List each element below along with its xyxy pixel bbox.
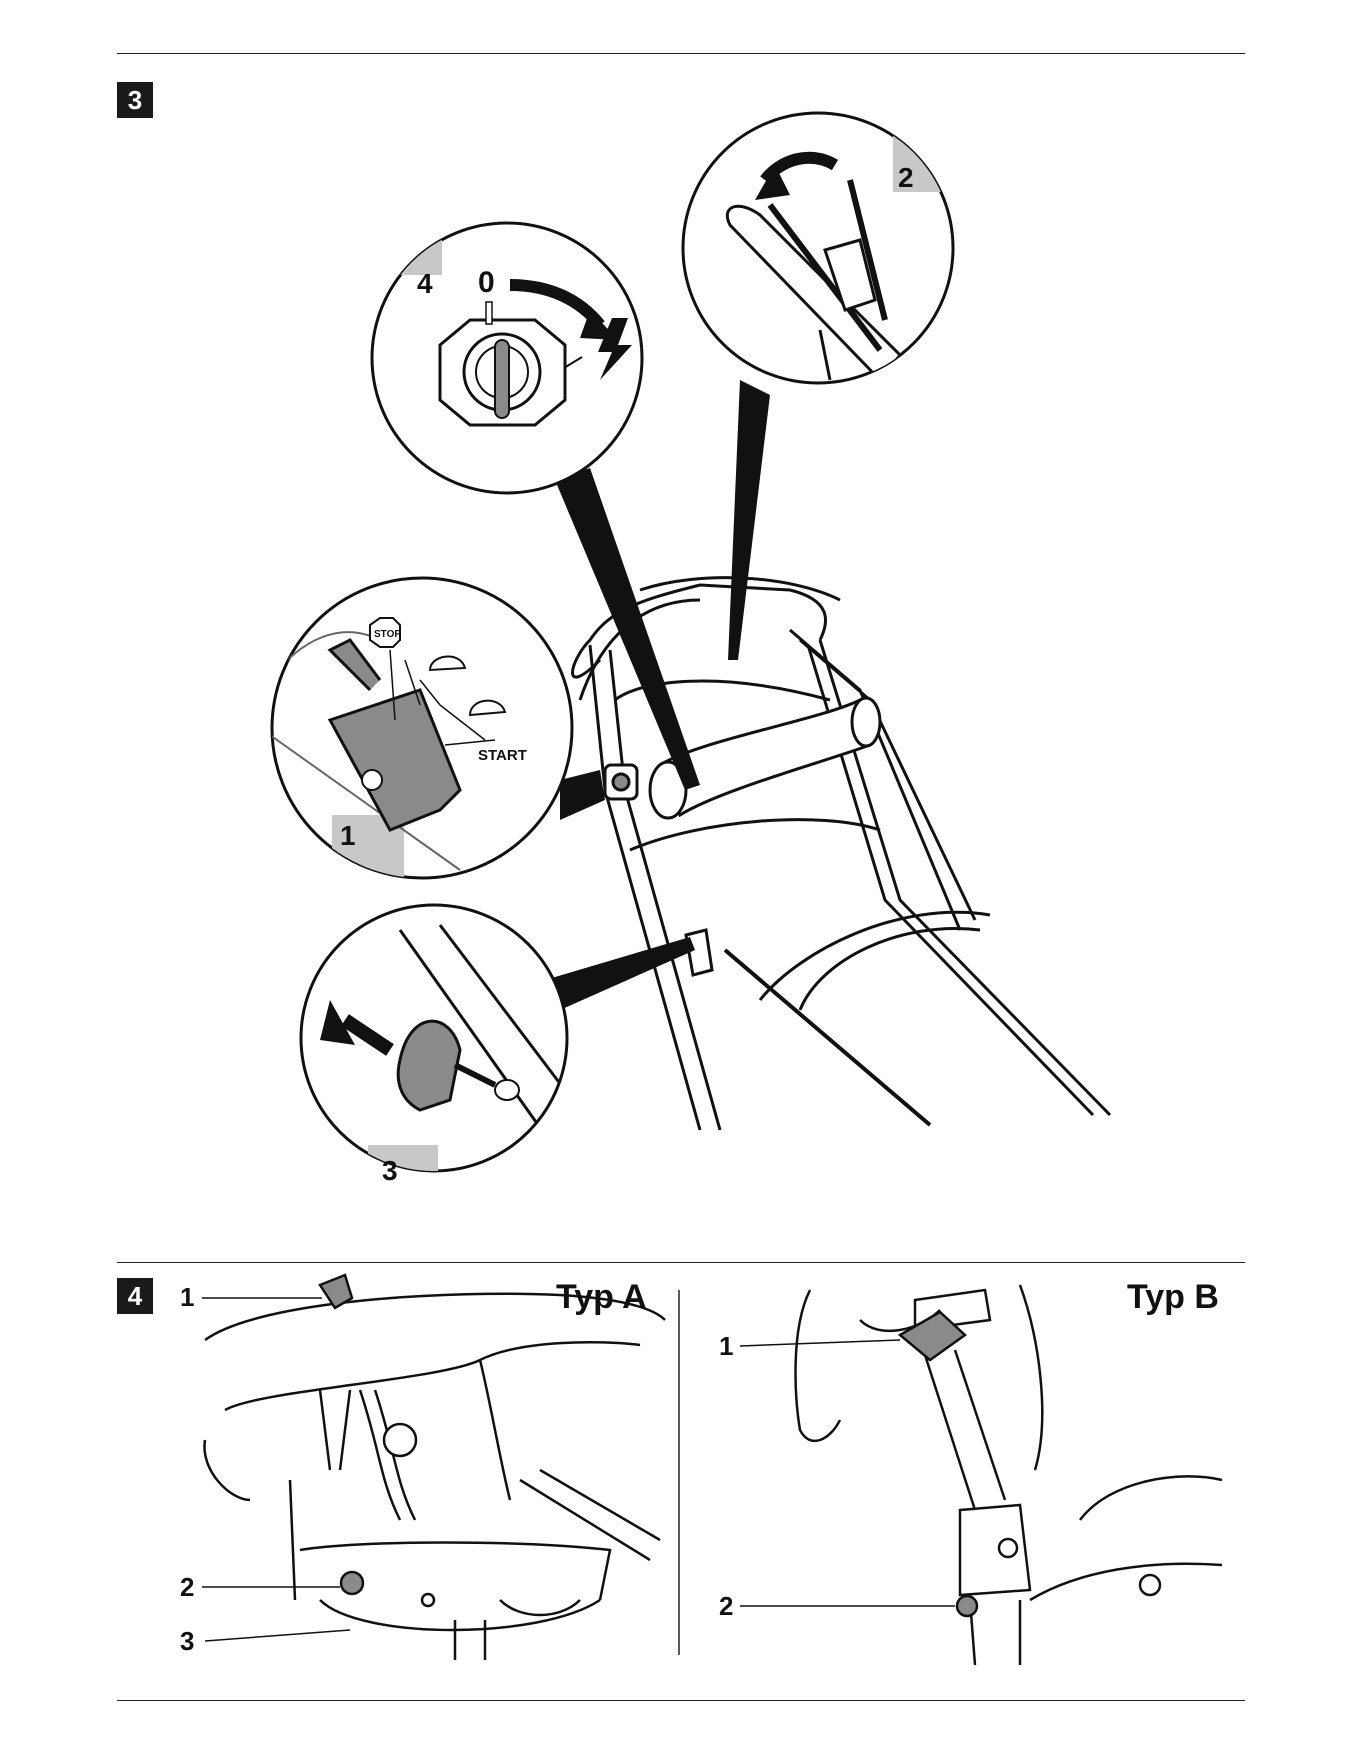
panel-b-callout-1: 1	[719, 1331, 733, 1362]
engine-type-b-parts	[900, 1312, 1160, 1616]
bottom-rule	[117, 1700, 1245, 1701]
detail-1-number: 1	[340, 820, 356, 851]
panel-b-callout-2: 2	[719, 1591, 733, 1622]
figure-4-number: 4	[128, 1281, 142, 1312]
panel-a-callout-2: 2	[180, 1572, 194, 1603]
panel-a-title: Typ A	[556, 1278, 647, 1317]
panel-b-title: Typ B	[1127, 1278, 1219, 1317]
panel-a-callout-1: 1	[180, 1282, 194, 1313]
dial-zero-label: 0	[478, 266, 495, 299]
throttle-stop-label: STOP	[374, 629, 401, 640]
figure-3-illustration: 4 0 2 STOP START 1	[0, 0, 1361, 1200]
detail-2-number: 2	[898, 162, 914, 193]
detail-4-number: 4	[417, 268, 433, 299]
cable-lock	[686, 930, 712, 975]
pointer-wedges	[545, 380, 770, 1010]
engine-type-b	[796, 1285, 1222, 1665]
figure-4-badge: 4	[117, 1278, 153, 1314]
detail-3-number: 3	[382, 1155, 398, 1186]
throttle-start-label: START	[478, 747, 527, 764]
engine-type-a-parts	[320, 1275, 580, 1615]
panel-a-callout-3: 3	[180, 1626, 194, 1657]
engine-type-a	[204, 1294, 665, 1660]
handle-switch-box	[605, 765, 637, 799]
middle-rule	[117, 1262, 1245, 1263]
